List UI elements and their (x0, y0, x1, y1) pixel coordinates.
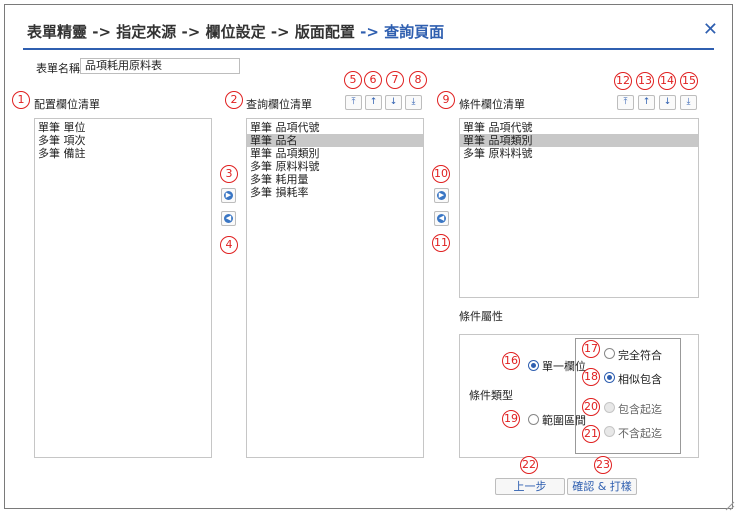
move-up-icon: ↑ (642, 97, 651, 107)
list-item[interactable]: 多筆 耗用量 (250, 173, 309, 186)
breadcrumb-step-2: 指定來源 (116, 23, 177, 41)
annotation-badge: 13 (636, 72, 654, 90)
arrow-left-icon: ◀ (224, 214, 233, 223)
annotation-badge: 14 (658, 72, 676, 90)
query-move-up-button[interactable]: ↑ (365, 95, 382, 110)
include-bounds-label: 包含起迄 (618, 403, 662, 416)
annotation-badge: 12 (614, 72, 632, 90)
annotation-badge: 17 (582, 340, 600, 358)
annotation-badge: 19 (502, 410, 520, 428)
move-up-icon: ↑ (369, 97, 378, 107)
annotation-badge: 7 (386, 71, 404, 89)
condition-move-up-button[interactable]: ↑ (638, 95, 655, 110)
list-item-selected[interactable]: 單筆 品名 (247, 134, 423, 147)
list-item[interactable]: 多筆 損耗率 (250, 186, 309, 199)
condition-list-label: 條件欄位清單 (459, 98, 525, 111)
annotation-badge: 10 (432, 165, 450, 183)
single-field-radio[interactable] (528, 360, 539, 371)
list-item[interactable]: 多筆 項次 (38, 134, 86, 147)
condition-field-list[interactable]: 單筆 品項代號 單筆 品項類別 多筆 原料料號 (459, 118, 699, 298)
list-item[interactable]: 單筆 品項代號 (463, 121, 533, 134)
similar-contains-radio[interactable] (604, 372, 615, 383)
query-move-bottom-button[interactable]: ⤓ (405, 95, 422, 110)
annotation-badge: 6 (364, 71, 382, 89)
config-field-list[interactable]: 單筆 單位 多筆 項次 多筆 備註 (34, 118, 212, 458)
annotation-badge: 21 (582, 425, 600, 443)
arrow-right-icon: ▶ (224, 191, 233, 200)
annotation-badge: 11 (432, 234, 450, 252)
condition-props-label: 條件屬性 (459, 310, 503, 323)
breadcrumb-current: 查詢頁面 (384, 23, 445, 41)
exact-match-radio[interactable] (604, 348, 615, 359)
move-top-icon: ⤒ (623, 97, 628, 107)
annotation-badge: 23 (594, 456, 612, 474)
annotation-badge: 15 (680, 72, 698, 90)
annotation-badge: 20 (582, 398, 600, 416)
move-top-icon: ⤒ (351, 97, 356, 107)
annotation-badge: 18 (582, 368, 600, 386)
annotation-badge: 16 (502, 352, 520, 370)
list-item[interactable]: 多筆 原料料號 (463, 147, 533, 160)
arrow-right-icon: ▶ (437, 191, 446, 200)
breadcrumb-separator: -> (360, 23, 385, 41)
close-icon[interactable]: ✕ (702, 19, 718, 40)
annotation-badge: 1 (12, 91, 30, 109)
condition-props-panel (459, 334, 699, 458)
exact-match-label: 完全符合 (618, 349, 662, 362)
list-item[interactable]: 多筆 備註 (38, 147, 86, 160)
query-move-down-button[interactable]: ↓ (385, 95, 402, 110)
condition-move-top-button[interactable]: ⤒ (617, 95, 634, 110)
resize-grip-icon[interactable] (725, 501, 735, 511)
list-item[interactable]: 單筆 品項類別 (250, 147, 320, 160)
form-name-input[interactable]: 品項耗用原料表 (80, 58, 240, 74)
confirm-preview-button[interactable]: 確認 & 打樣 (567, 478, 637, 495)
single-field-label: 單一欄位 (542, 360, 586, 373)
remove-from-condition-button[interactable]: ◀ (434, 211, 449, 226)
breadcrumb-separator: -> (92, 23, 117, 41)
query-move-top-button[interactable]: ⤒ (345, 95, 362, 110)
condition-type-label: 條件類型 (469, 389, 513, 402)
list-item[interactable]: 單筆 單位 (38, 121, 86, 134)
query-list-label: 查詢欄位清單 (246, 98, 312, 111)
add-to-query-button[interactable]: ▶ (221, 188, 236, 203)
annotation-badge: 3 (220, 165, 238, 183)
breadcrumb-step-4: 版面配置 (294, 23, 355, 41)
remove-from-query-button[interactable]: ◀ (221, 211, 236, 226)
exclude-bounds-radio (604, 426, 615, 437)
prev-step-button[interactable]: 上一步 (495, 478, 565, 495)
breadcrumb-separator: -> (270, 23, 295, 41)
annotation-badge: 9 (437, 91, 455, 109)
annotation-badge: 22 (520, 456, 538, 474)
move-down-icon: ↓ (663, 97, 672, 107)
move-bottom-icon: ⤓ (411, 97, 416, 107)
annotation-badge: 5 (344, 71, 362, 89)
include-bounds-radio (604, 402, 615, 413)
title-divider (23, 48, 714, 50)
list-item-selected[interactable]: 單筆 品項類別 (460, 134, 698, 147)
arrow-left-icon: ◀ (437, 214, 446, 223)
breadcrumb-step-3: 欄位設定 (205, 23, 266, 41)
annotation-badge: 4 (220, 236, 238, 254)
range-radio[interactable] (528, 414, 539, 425)
condition-move-down-button[interactable]: ↓ (659, 95, 676, 110)
condition-move-bottom-button[interactable]: ⤓ (680, 95, 697, 110)
move-down-icon: ↓ (389, 97, 398, 107)
annotation-badge: 2 (225, 91, 243, 109)
breadcrumb-separator: -> (181, 23, 206, 41)
breadcrumb-step-1: 表單精靈 (27, 23, 88, 41)
add-to-condition-button[interactable]: ▶ (434, 188, 449, 203)
query-field-list[interactable]: 單筆 品項代號 單筆 品名 單筆 品項類別 多筆 原料料號 多筆 耗用量 多筆 … (246, 118, 424, 458)
range-label: 範圍區間 (542, 414, 586, 427)
condition-type-group (575, 338, 681, 454)
move-bottom-icon: ⤓ (686, 97, 691, 107)
annotation-badge: 8 (409, 71, 427, 89)
list-item[interactable]: 單筆 品項代號 (250, 121, 320, 134)
breadcrumb: 表單精靈 -> 指定來源 -> 欄位設定 -> 版面配置 -> 查詢頁面 (27, 21, 444, 42)
form-name-label: 表單名稱 (36, 62, 80, 75)
list-item[interactable]: 多筆 原料料號 (250, 160, 320, 173)
config-list-label: 配置欄位清單 (34, 98, 100, 111)
exclude-bounds-label: 不含起迄 (618, 427, 662, 440)
similar-contains-label: 相似包含 (618, 373, 662, 386)
